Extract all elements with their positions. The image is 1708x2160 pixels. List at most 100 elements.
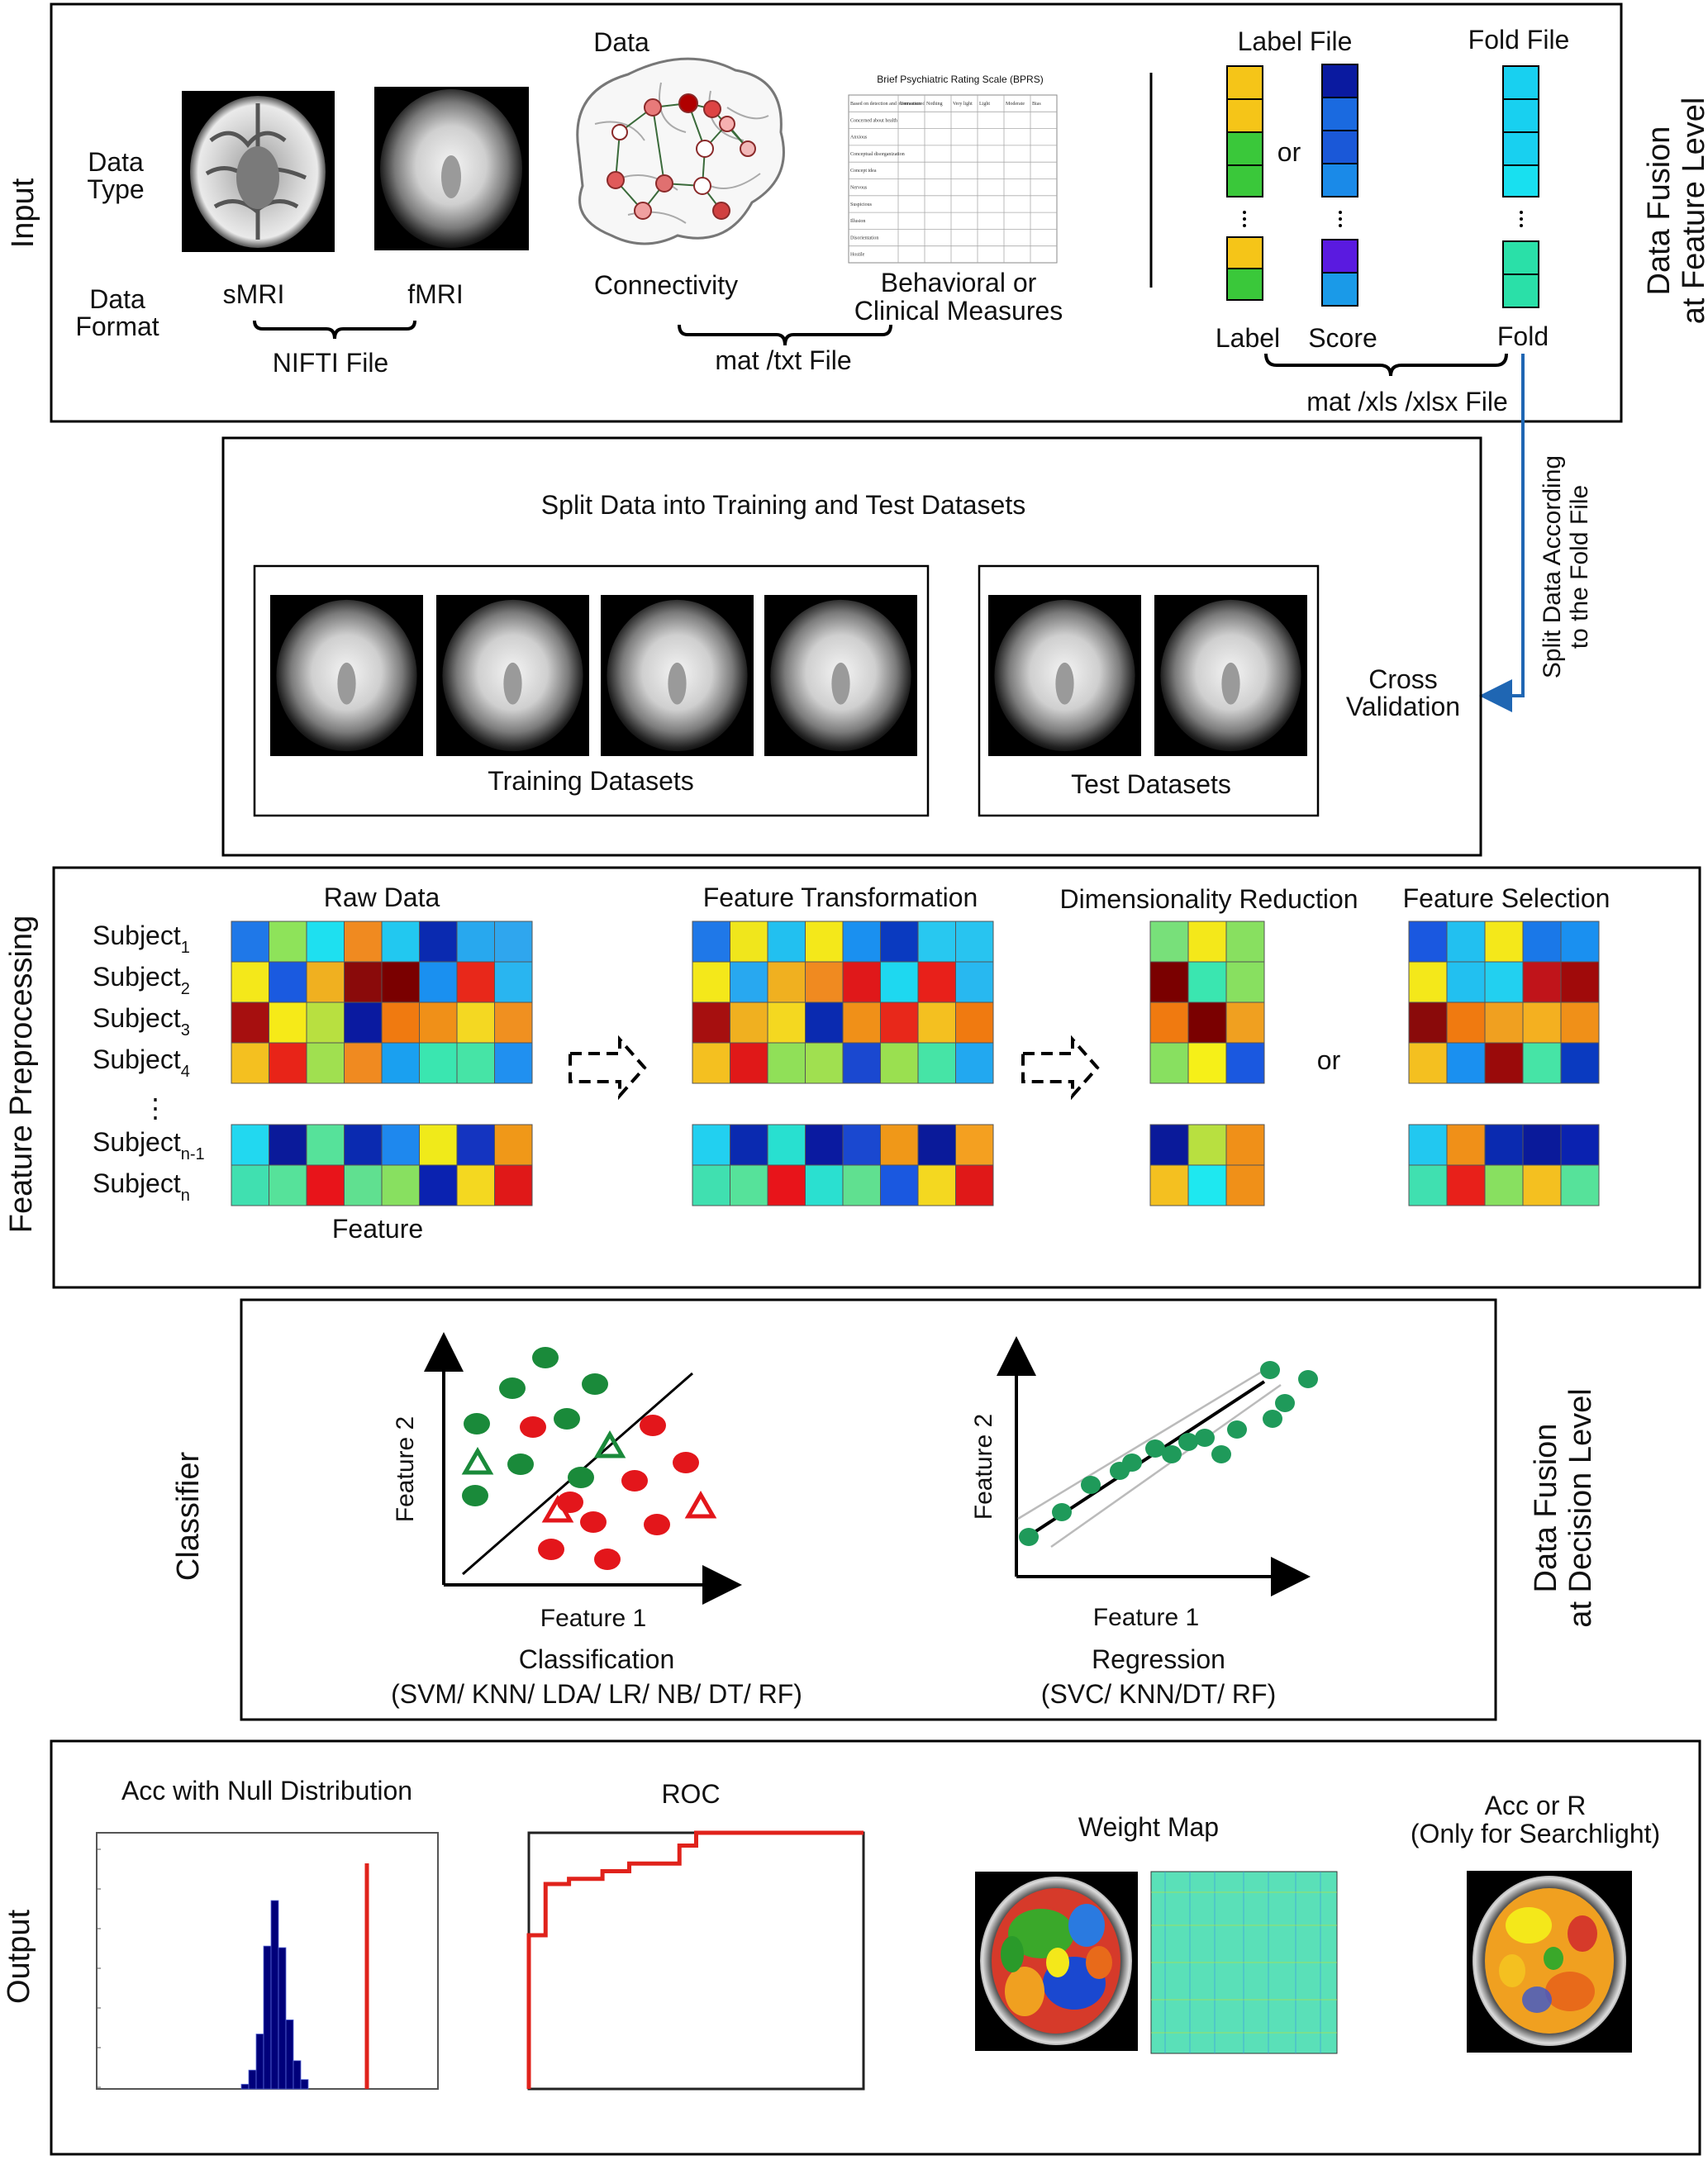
class-b-test-point [684,1490,717,1519]
class-b-point [644,1514,670,1535]
matrix-cell [955,1124,994,1166]
xls-brace [1264,353,1508,377]
matrix-cell [767,1042,806,1084]
split-arrow-label-2: to the Fold File [1566,485,1593,649]
subject-ellipsis: ⋮ [142,1093,169,1123]
class-a-point [532,1347,559,1368]
feature-axis-label: Feature [332,1214,423,1244]
class-a-point [582,1373,608,1395]
matrix-cell [730,1001,768,1044]
class-a-point [568,1467,594,1488]
dashed-arrow-1 [569,1035,647,1101]
matrix-cell [344,1042,383,1084]
matrix-cell [917,1124,956,1166]
matrix-cell [419,1001,458,1044]
histogram-bars [97,1848,309,2090]
class-a-point [499,1377,526,1399]
fmri-ventricle [337,662,356,705]
matrix-cell [805,921,844,963]
score-column [1321,64,1358,307]
matrix-cell [805,1164,844,1206]
regression-label: Regression [1092,1644,1225,1674]
fusion-feature-1: Data Fusion [1642,126,1677,296]
matrix-cell [1408,1124,1448,1166]
label-file-heading: Label File [1238,26,1353,56]
acc-r-title-2: (Only for Searchlight) [1411,1819,1660,1848]
matrix-cell [306,1042,345,1084]
matrix-cell [842,1124,881,1166]
class-b-test-point [541,1494,574,1523]
matrix-cell [1560,1042,1600,1084]
matrix-cell [381,1001,420,1044]
cross-validation-label-1: Cross [1368,664,1438,694]
matrix-cell [381,921,420,963]
matrix-cell [842,1001,881,1044]
class-b-point [520,1416,546,1438]
matrix-cell [381,1164,420,1206]
hist-bar [240,2083,250,2090]
regression-points [1019,1361,1318,1546]
split-box [221,436,1482,857]
behavioral-label-1: Behavioral or [881,268,1037,297]
reg-feature2: Feature 2 [970,1414,997,1520]
matrix-cell [344,1124,383,1166]
classifier-section-label: Classifier [171,1452,206,1582]
classification-label: Classification [519,1644,675,1674]
matrix-cell [917,1164,956,1206]
behavioral-label-2: Clinical Measures [854,296,1063,326]
regression-point [1145,1439,1165,1458]
connectivity-label: Connectivity [594,270,738,300]
fold-file-heading: Fold File [1468,25,1570,55]
regression-point [1195,1429,1215,1447]
matrix-cell [494,961,533,1003]
matrix-cell [419,961,458,1003]
matrix-cell [1560,1124,1600,1166]
class-a-point [554,1408,580,1430]
matrix-cell [880,1042,919,1084]
smri-label: sMRI [223,279,285,309]
regression-point [1263,1410,1282,1428]
weight-matrix-map [1150,1871,1338,2054]
class-a-point [507,1453,534,1475]
matrix-cell [842,1164,881,1206]
matrix-cell [419,1042,458,1084]
matrix-cell [1225,1164,1265,1206]
matrix-cell [306,921,345,963]
matrix-cell [1522,1164,1562,1206]
preprocessing-section-label: Feature Preprocessing [4,916,39,1233]
matrix-cell [1225,961,1265,1003]
matrix-cell [344,961,383,1003]
matrix-cell [730,921,768,963]
fmri-ventricle [503,662,522,705]
matrix-cell [1408,921,1448,963]
matrix-cell [456,1001,495,1044]
matrix-cell [1149,1001,1189,1044]
dimred-matrix [1149,921,1265,1206]
matrix-cell [730,1124,768,1166]
matrix-cell [269,961,307,1003]
matrix-cell [231,921,269,963]
bprs-col-header: Based on detection and observation [850,102,921,107]
classifier-box [240,1298,1497,1721]
fold-caption: Fold [1497,321,1549,351]
roc-curve [526,1830,864,2089]
matrix-cell [1522,921,1562,963]
matrix-cell [1560,1164,1600,1206]
transformed-matrix [692,921,994,1206]
bprs-row-label: Conceptual disorganization [850,152,905,157]
matrix-cell [494,1001,533,1044]
selection-heading: Feature Selection [1403,883,1610,913]
label-or: or [1277,137,1301,167]
fold-split-arrow [1479,354,1525,712]
reg-ci-lower [1050,1383,1282,1549]
matrix-cell [344,1001,383,1044]
subject-label: Subject4 [93,1044,190,1081]
matrix-cell [231,961,269,1003]
matrix-cell [456,961,495,1003]
matrix-cell [1446,1124,1486,1166]
matrix-cell [1225,1042,1265,1084]
matrix-cell [842,1042,881,1084]
regression-methods: (SVC/ KNN/DT/ RF) [1041,1679,1276,1709]
fmri-ventricle [831,662,850,705]
class-a-point [464,1413,490,1434]
